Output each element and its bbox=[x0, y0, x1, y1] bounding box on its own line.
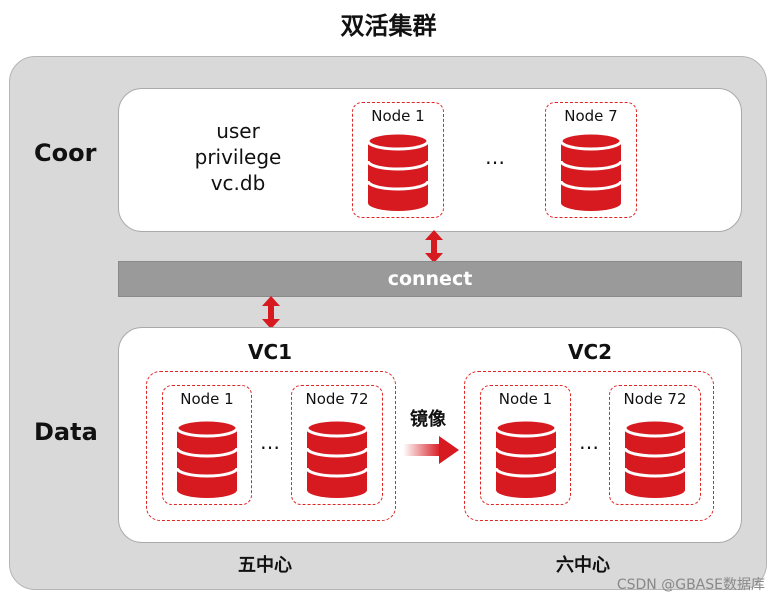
vc2-ellipsis: … bbox=[579, 430, 599, 454]
watermark: CSDN @GBASE数据库 bbox=[616, 577, 765, 593]
vc1-ellipsis: … bbox=[260, 430, 280, 454]
meta-line-privilege: privilege bbox=[194, 145, 282, 169]
database-icon bbox=[366, 131, 430, 211]
data-label: Data bbox=[34, 418, 98, 446]
center-label-6: 六中心 bbox=[556, 555, 610, 576]
vc1-node-1: Node 1 bbox=[162, 385, 252, 505]
node-label: Node 72 bbox=[623, 390, 687, 408]
vc1-group bbox=[146, 371, 396, 521]
double-arrow-icon bbox=[262, 296, 280, 329]
mirror-arrow-icon bbox=[403, 436, 459, 464]
connect-bar: connect bbox=[118, 261, 742, 297]
vc1-title: VC1 bbox=[248, 340, 293, 364]
coor-label: Coor bbox=[34, 139, 97, 167]
diagram-title: 双活集群 bbox=[340, 12, 437, 40]
vc2-node-1: Node 1 bbox=[480, 385, 571, 505]
double-arrow-icon bbox=[425, 230, 443, 263]
coor-node-7: Node 7 bbox=[545, 102, 637, 218]
node-label: Node 1 bbox=[498, 390, 553, 408]
coor-metadata: user privilege vc.db bbox=[180, 118, 296, 196]
database-icon bbox=[559, 131, 623, 211]
node-label: Node 7 bbox=[564, 107, 618, 125]
vc2-node-72: Node 72 bbox=[609, 385, 701, 505]
database-icon bbox=[175, 418, 239, 498]
meta-line-user: user bbox=[216, 119, 260, 143]
coor-node-1: Node 1 bbox=[352, 102, 444, 218]
database-icon bbox=[494, 418, 557, 498]
mirror-label: 镜像 bbox=[410, 409, 446, 430]
vc1-node-72: Node 72 bbox=[291, 385, 383, 505]
node-label: Node 1 bbox=[180, 390, 234, 408]
center-label-5: 五中心 bbox=[238, 555, 292, 576]
database-icon bbox=[623, 418, 687, 498]
meta-line-vcdb: vc.db bbox=[210, 171, 266, 195]
vc2-group bbox=[464, 371, 714, 521]
database-icon bbox=[305, 418, 369, 498]
vc2-title: VC2 bbox=[568, 340, 613, 364]
node-label: Node 1 bbox=[371, 107, 425, 125]
coor-ellipsis: … bbox=[485, 145, 505, 169]
node-label: Node 72 bbox=[305, 390, 369, 408]
